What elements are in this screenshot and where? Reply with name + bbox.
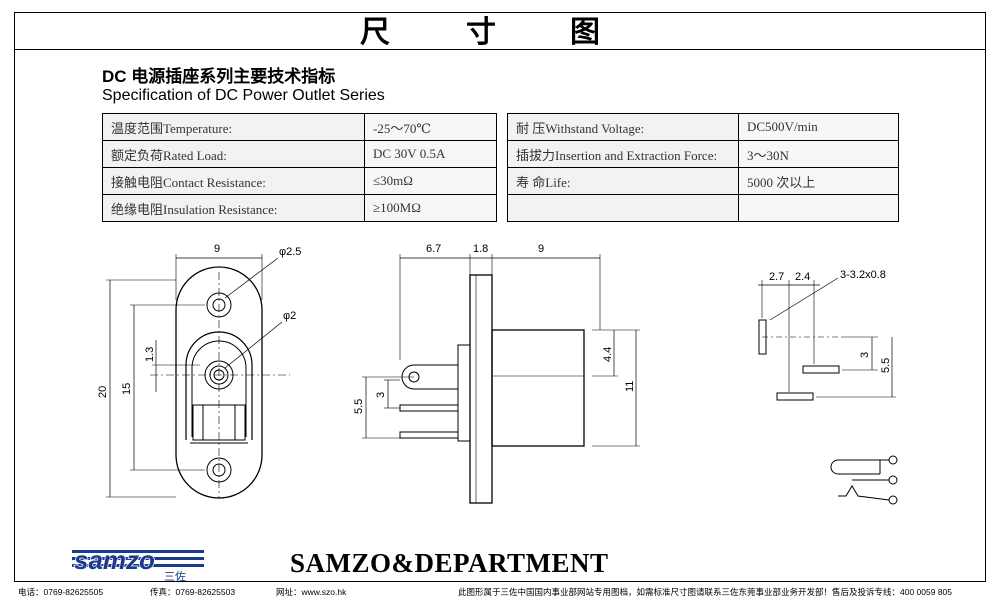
dim-side-h1: 4.4 bbox=[602, 347, 614, 362]
dim-side-p1: 3 bbox=[375, 392, 387, 398]
spec-row: 温度范围Temperature:-25～70℃ bbox=[102, 113, 497, 141]
dim-side-h2: 11 bbox=[624, 381, 636, 392]
spec-value: ≥100MΩ bbox=[364, 194, 497, 222]
spec-label: 耐 压Withstand Voltage: bbox=[507, 113, 739, 141]
footer-note: 此图形属于三佐中国国内事业部网站专用图档，如需标准尺寸图请联系三佐东莞事业部业务… bbox=[458, 587, 953, 597]
spec-row: 插拔力Insertion and Extraction Force:3～30N bbox=[507, 140, 899, 168]
samzo-logo: samzo 三佐 bbox=[72, 544, 212, 586]
spec-label: 接触电阻Contact Resistance: bbox=[102, 167, 365, 195]
title-bar bbox=[14, 12, 986, 50]
logo-sub: 三佐 bbox=[164, 569, 186, 582]
dim-hole-dia: φ2.5 bbox=[279, 246, 301, 258]
dim-pin-dia: φ2 bbox=[283, 310, 296, 322]
spec-label: 额定负荷Rated Load: bbox=[102, 140, 365, 168]
samzo-logo-icon: samzo 三佐 bbox=[72, 544, 204, 583]
spec-heading-en: Specification of DC Power Outlet Series bbox=[102, 87, 385, 104]
dim-side-d3: 9 bbox=[538, 243, 544, 255]
spec-value: ≤30mΩ bbox=[364, 167, 497, 195]
spec-label: 寿 命Life: bbox=[507, 167, 739, 195]
spec-value bbox=[738, 194, 899, 222]
spec-row: 绝缘电阻Insulation Resistance:≥100MΩ bbox=[102, 194, 497, 222]
footer-fax: 传真：0769-82625503 bbox=[150, 587, 236, 597]
department-name: SAMZO&DEPARTMENT bbox=[290, 548, 609, 578]
dim-height-total: 20 bbox=[97, 386, 109, 398]
dim-pin-slot: 3-3.2x0.8 bbox=[840, 269, 886, 281]
spec-row: 寿 命Life:5000 次以上 bbox=[507, 167, 899, 195]
dim-offset: 1.3 bbox=[144, 347, 156, 362]
footer-web[interactable]: 网址：www.szo.hk bbox=[276, 587, 347, 597]
title-char-3: 图 bbox=[570, 15, 600, 50]
spec-label: 绝缘电阻Insulation Resistance: bbox=[102, 194, 365, 222]
spec-table-right: 耐 压Withstand Voltage:DC500V/min 插拔力Inser… bbox=[507, 113, 899, 222]
front-view bbox=[106, 254, 290, 499]
dim-height-inner: 15 bbox=[121, 383, 133, 395]
spec-label bbox=[507, 194, 739, 222]
spec-heading-prefix: DC bbox=[102, 67, 127, 86]
logo-text: samzo bbox=[74, 546, 155, 575]
dim-side-d2: 1.8 bbox=[473, 243, 488, 255]
jack-schematic-icon bbox=[830, 455, 898, 505]
dim-pin-w1: 2.7 bbox=[769, 271, 784, 283]
spec-table-left: 温度范围Temperature:-25～70℃ 额定负荷Rated Load:D… bbox=[102, 113, 497, 222]
spec-value: 3～30N bbox=[738, 140, 899, 168]
spec-heading-cn-text: 电源插座系列主要技术指标 bbox=[131, 67, 336, 86]
title-char-2: 寸 bbox=[466, 15, 496, 50]
spec-heading-cn: DC 电源插座系列主要技术指标 bbox=[102, 62, 335, 87]
dim-pin-v1: 3 bbox=[859, 352, 871, 358]
dim-pin-v2: 5.5 bbox=[880, 358, 892, 373]
pin-layout bbox=[758, 277, 896, 401]
spec-row: 额定负荷Rated Load:DC 30V 0.5A bbox=[102, 140, 497, 168]
dim-side-p2: 5.5 bbox=[353, 399, 365, 414]
side-view bbox=[362, 254, 640, 504]
spec-row: 接触电阻Contact Resistance:≤30mΩ bbox=[102, 167, 497, 195]
spec-value: DC 30V 0.5A bbox=[364, 140, 497, 168]
spec-row: 耐 压Withstand Voltage:DC500V/min bbox=[507, 113, 899, 141]
spec-value: 5000 次以上 bbox=[738, 167, 899, 195]
footer-phone: 电话：0769-82625505 bbox=[18, 587, 104, 597]
title-char-1: 尺 bbox=[360, 15, 390, 50]
spec-value: -25～70℃ bbox=[364, 113, 497, 141]
drawing-frame bbox=[14, 12, 986, 582]
spec-label: 温度范围Temperature: bbox=[102, 113, 365, 141]
spec-row bbox=[507, 194, 899, 222]
dim-pin-w2: 2.4 bbox=[795, 271, 810, 283]
dim-side-d1: 6.7 bbox=[426, 243, 441, 255]
dim-front-width: 9 bbox=[214, 243, 220, 255]
